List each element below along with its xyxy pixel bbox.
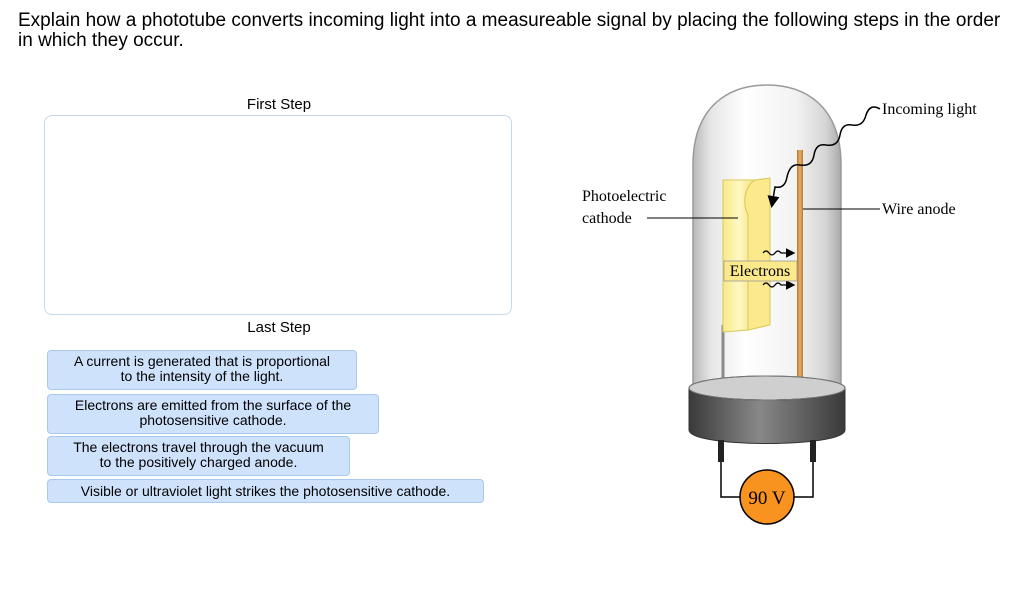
pin-left xyxy=(718,440,724,462)
phototube-diagram: Electrons 90 V Incoming light Wire anode… xyxy=(582,84,977,525)
tile-text-line: A current is generated that is proportio… xyxy=(73,353,331,369)
tile-text-line: to the intensity of the light. xyxy=(120,368,284,384)
incoming-light-label: Incoming light xyxy=(882,101,977,118)
last-step-label: Last Step xyxy=(247,319,311,336)
cathode-label-line2: cathode xyxy=(582,210,632,227)
wire-anode-label: Wire anode xyxy=(882,201,956,218)
voltage-label: 90 V xyxy=(748,488,785,509)
ordering-drop-zone[interactable] xyxy=(44,115,512,315)
tile-text-line: Electrons are emitted from the surface o… xyxy=(74,397,352,413)
step-tile-light-strikes[interactable]: Visible or ultraviolet light strikes the… xyxy=(47,479,484,503)
pin-right xyxy=(810,440,816,462)
circuit-wire xyxy=(720,462,740,498)
tile-text-line: to the positively charged anode. xyxy=(99,454,298,470)
incoming-light-wave xyxy=(767,106,881,208)
step-tile-electrons-travel[interactable]: The electrons travel through the vacuum … xyxy=(47,436,350,476)
cathode-label-line1: Photoelectric xyxy=(582,188,666,205)
tile-text-line: The electrons travel through the vacuum xyxy=(73,439,324,455)
electrons-label: Electrons xyxy=(730,263,790,280)
tile-text-line: photosensitive cathode. xyxy=(139,412,287,428)
step-tile-electrons-emitted[interactable]: Electrons are emitted from the surface o… xyxy=(47,394,379,434)
question-prompt: Explain how a phototube converts incomin… xyxy=(18,10,1001,51)
circuit-wire xyxy=(794,462,814,498)
voltage-meter xyxy=(739,469,795,525)
wire-anode xyxy=(797,150,803,405)
tile-text-line: Visible or ultraviolet light strikes the… xyxy=(80,483,451,499)
step-tile-current-generated[interactable]: A current is generated that is proportio… xyxy=(47,350,357,390)
first-step-label: First Step xyxy=(246,96,312,113)
